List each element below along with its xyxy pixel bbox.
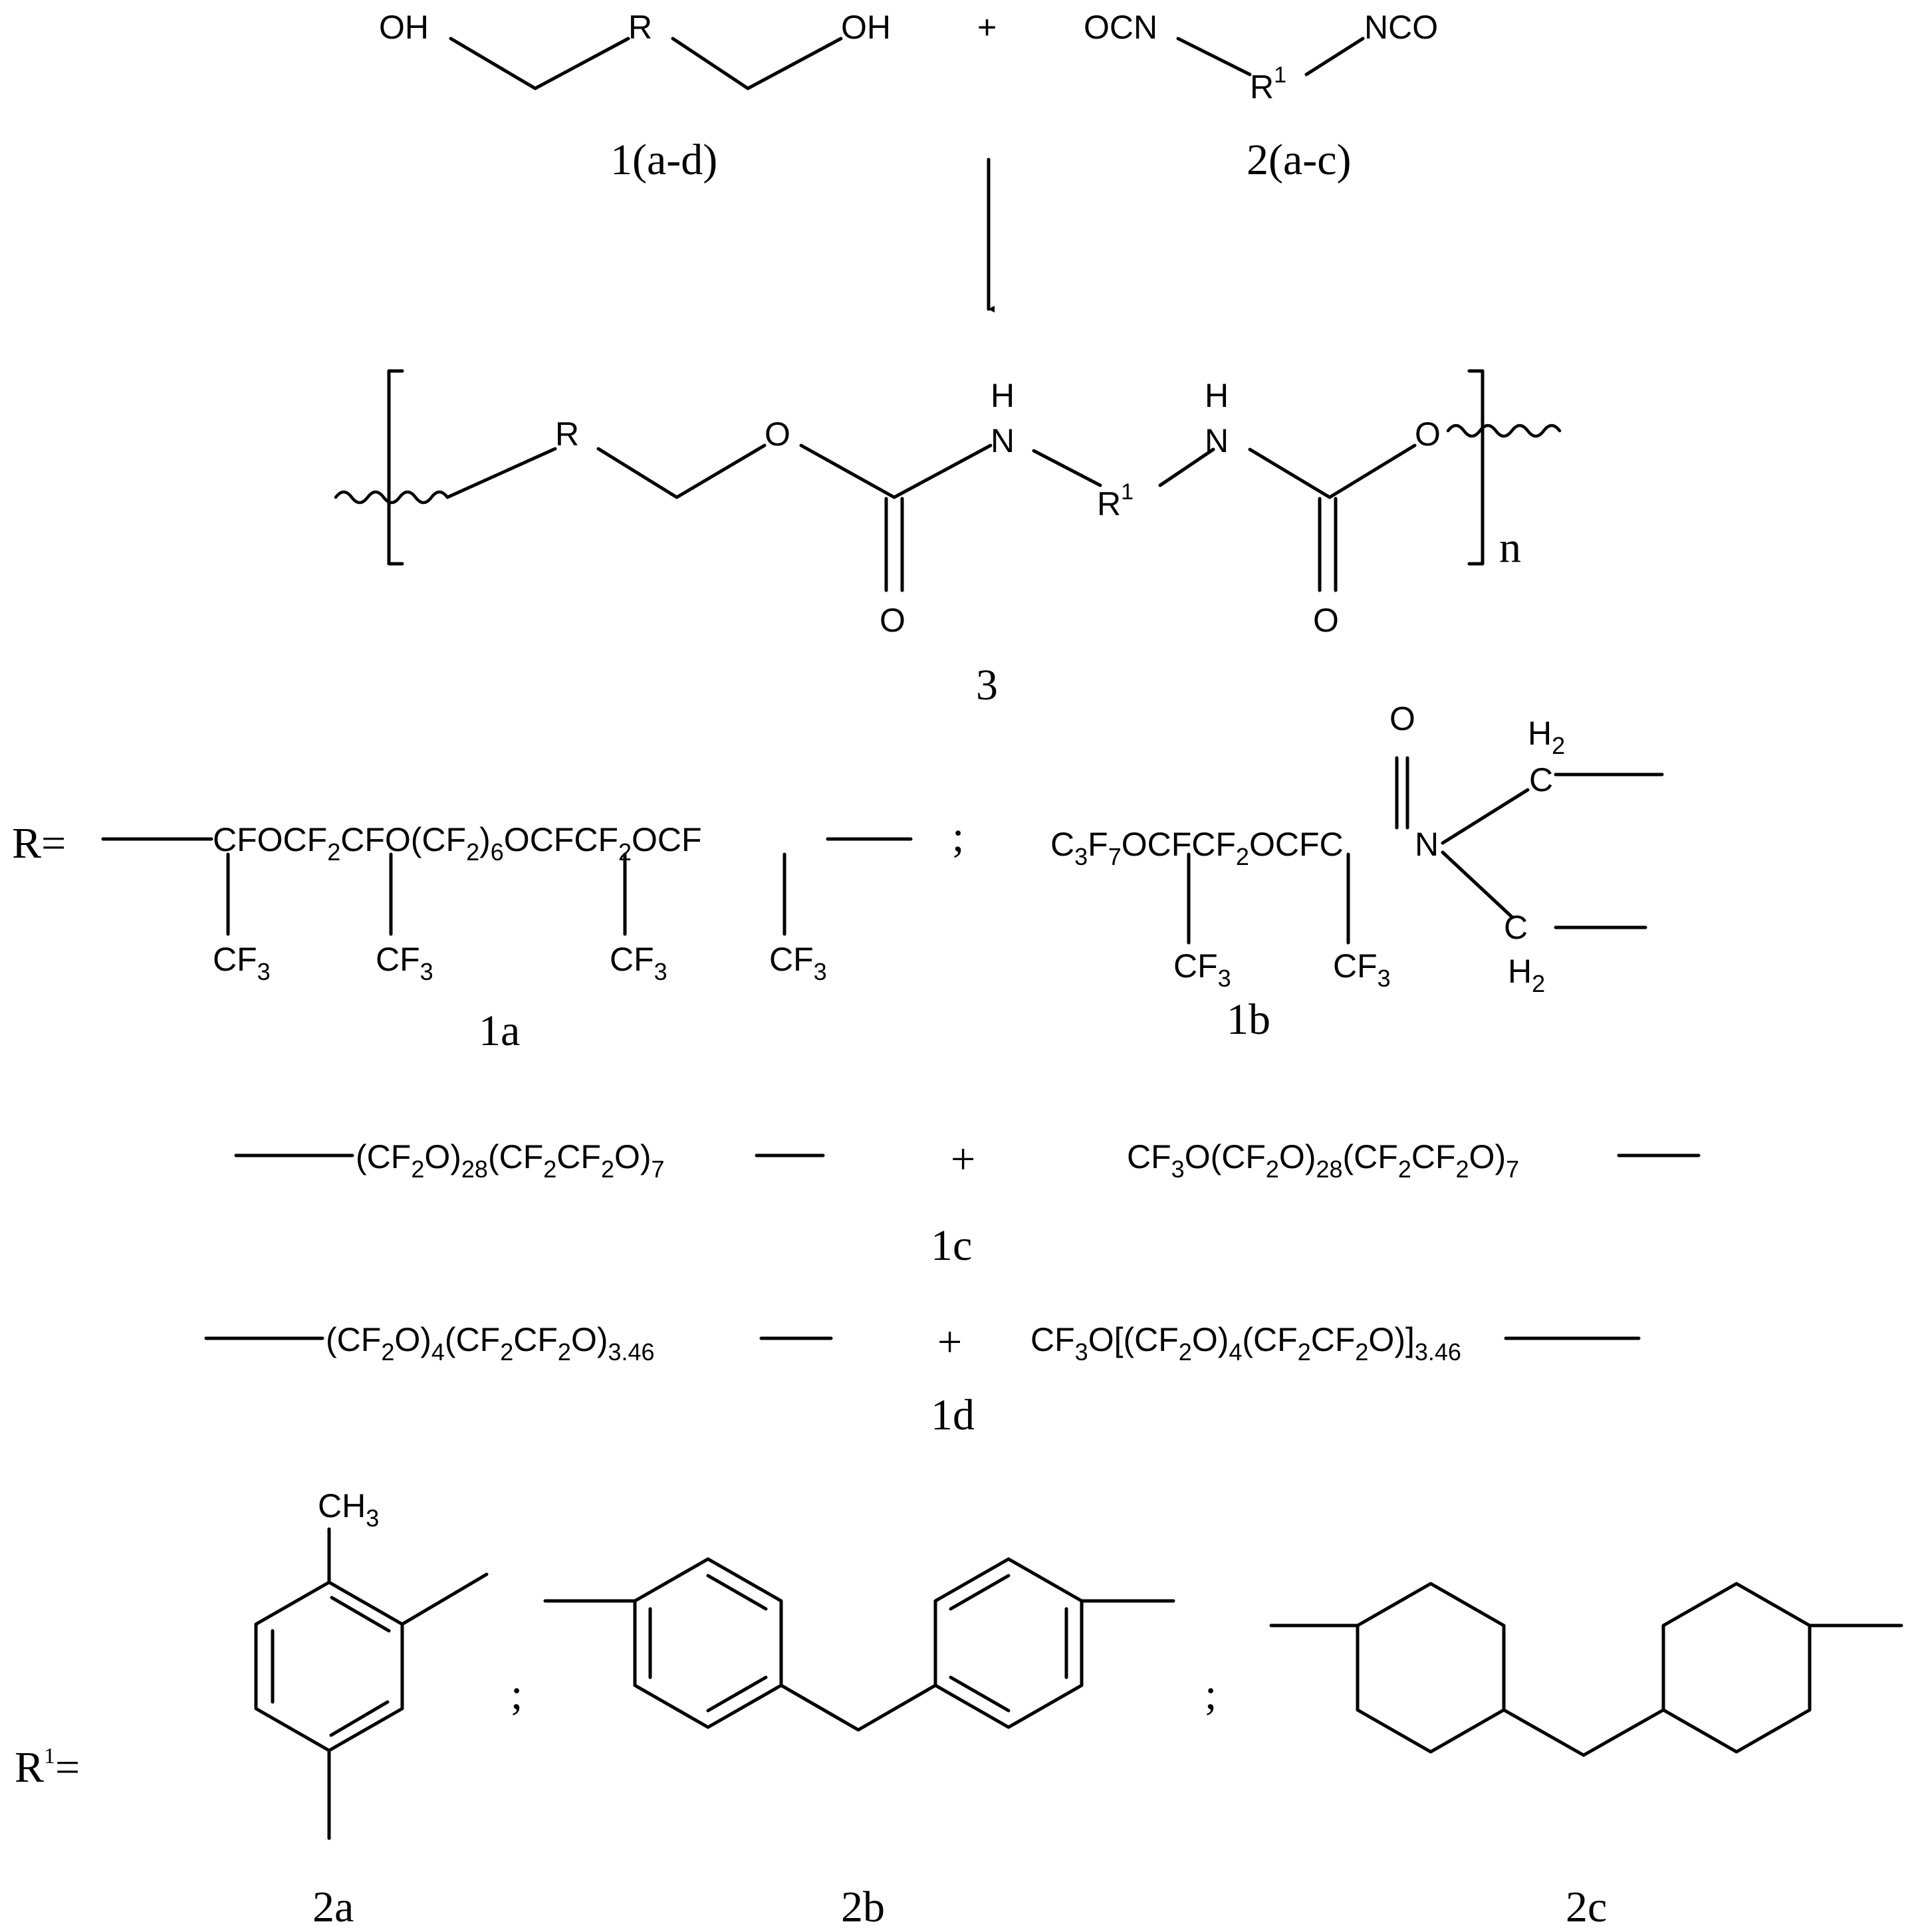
- compound-label-2: 2(a-c): [1247, 136, 1352, 184]
- benzene-double-bonds-2b-left: [648, 1574, 768, 1713]
- compound-1b-bonds: [1187, 756, 1664, 945]
- benzene-double-bonds-2b-right: [949, 1574, 1068, 1713]
- compound-label-1a: 1a: [479, 1007, 520, 1055]
- methylene-c-top: C: [1529, 761, 1553, 798]
- isocyanate-right: NCO: [1364, 9, 1438, 46]
- benzene-ring-2b-right: [933, 1557, 1084, 1729]
- right-bracket: [1467, 369, 1485, 566]
- plus-sign-1c: +: [951, 1135, 975, 1183]
- benzene-ring-2b-left: [633, 1557, 783, 1729]
- separator-semicolon: ;: [1205, 1670, 1217, 1719]
- compound-2a: CH3 2a: [254, 1487, 489, 1931]
- methylene-h-bottom: H2: [1508, 953, 1545, 997]
- compound-label-2b: 2b: [841, 1883, 885, 1931]
- compound-label-1: 1(a-d): [610, 136, 717, 184]
- separator-semicolon: ;: [952, 812, 964, 861]
- amine-nitrogen-1: N: [991, 422, 1015, 459]
- isocyanate-left: OCN: [1084, 9, 1157, 46]
- benzene-ring-2a: [254, 1580, 404, 1752]
- carbonyl-oxygen-1: O: [880, 602, 905, 639]
- ester-oxygen-2: O: [1415, 416, 1441, 453]
- trifluoromethyl-2: CF3: [376, 941, 433, 985]
- substituent-bonds-2a: [327, 1527, 489, 1840]
- methylene-c-bottom: C: [1504, 909, 1528, 946]
- trifluoromethyl-4: CF3: [769, 941, 827, 985]
- amine-hydrogen-2: H: [1205, 377, 1229, 414]
- methyl-group: CH3: [318, 1487, 379, 1532]
- cyclohexane-ring-2c-right: [1661, 1582, 1812, 1754]
- compound-1d-right-formula: CF3O[(CF2O)4(CF2CF2O)]3.46: [1030, 1321, 1461, 1366]
- amine-nitrogen-2: N: [1205, 422, 1229, 459]
- r1-definition-prefix: R1=: [15, 1743, 80, 1792]
- trifluoromethyl-3: CF3: [610, 941, 667, 985]
- compound-label-1b: 1b: [1227, 995, 1270, 1044]
- polymer-backbone: [445, 443, 1417, 499]
- repeat-subscript: n: [1499, 523, 1521, 572]
- diisocyanate-bonds: [1176, 37, 1365, 76]
- compound-1c-right-formula: CF3O(CF2O)28(CF2CF2O)7: [1127, 1138, 1519, 1183]
- right-wavy-end: [1446, 423, 1562, 438]
- trifluoromethyl-1: CF3: [213, 941, 271, 985]
- carbonyl-oxygen-2: O: [1313, 602, 1339, 639]
- compound-1b-formula: C3F7OCFCF2OCFC: [1050, 826, 1344, 870]
- compound-label-1d: 1d: [931, 1391, 975, 1439]
- benzene-double-bonds-2a: [271, 1596, 391, 1737]
- methylene-bridge-2b: [543, 1599, 1175, 1732]
- carbonyl-bonds: [884, 497, 1338, 592]
- hydroxyl-right: OH: [841, 9, 891, 46]
- polyurethane-product: R O H N R1 H N O O O n 3: [334, 369, 1562, 709]
- diol-bonds: [449, 37, 843, 90]
- compound-1d: (CF2O)4(CF2CF2O)3.46 + CF3O[(CF2O)4(CF2C…: [204, 1318, 1641, 1439]
- compound-1a-bonds: [101, 837, 913, 936]
- diisocyanate-reactant: OCN R1 NCO 2(a-c): [1084, 9, 1438, 184]
- r1-group-label: R1: [1097, 479, 1134, 523]
- r-group-label: R: [555, 416, 579, 453]
- methylene-h-top: H2: [1528, 715, 1565, 759]
- diol-reactant: OH R OH 1(a-d): [379, 9, 891, 184]
- methylene-bridge-2c: [1269, 1624, 1903, 1757]
- compound-1b: C3F7OCFCF2OCFC N O H2 C C H2 CF3 CF3 1b: [1050, 700, 1664, 1044]
- compound-1c: (CF2O)28(CF2CF2O)7 + CF3O(CF2O)28(CF2CF2…: [234, 1135, 1701, 1270]
- compound-label-2a: 2a: [312, 1883, 354, 1931]
- amide-oxygen: O: [1389, 700, 1415, 737]
- amine-hydrogen-1: H: [991, 377, 1015, 414]
- compound-2b: 2b: [543, 1557, 1175, 1931]
- ester-oxygen-1: O: [765, 416, 790, 453]
- compound-label-3: 3: [976, 661, 998, 709]
- trifluoromethyl-6: CF3: [1333, 947, 1391, 992]
- left-wavy-end: [334, 490, 449, 505]
- r1-group-label: R1: [1250, 62, 1286, 106]
- compound-label-2c: 2c: [1566, 1883, 1607, 1931]
- compound-label-1c: 1c: [931, 1221, 972, 1270]
- compound-2c: 2c: [1269, 1582, 1903, 1931]
- r-group-label: R: [628, 9, 652, 46]
- compound-1c-left-formula: (CF2O)28(CF2CF2O)7: [356, 1138, 665, 1183]
- r-definition-prefix: R=: [12, 819, 66, 868]
- hydroxyl-left: OH: [379, 9, 429, 46]
- compound-1a: CFOCF2CFO(CF2)6OCFCF2OCF CF3 CF3 CF3 CF3…: [101, 821, 913, 1055]
- amide-nitrogen: N: [1415, 826, 1439, 863]
- cyclohexane-ring-2c-left: [1356, 1582, 1506, 1754]
- plus-sign: +: [977, 9, 997, 46]
- left-bracket: [387, 369, 404, 566]
- compound-1d-left-formula: (CF2O)4(CF2CF2O)3.46: [326, 1321, 655, 1366]
- compound-1a-formula: CFOCF2CFO(CF2)6OCFCF2OCF: [213, 821, 702, 866]
- trifluoromethyl-5: CF3: [1173, 947, 1231, 992]
- plus-sign-1d: +: [937, 1318, 962, 1366]
- separator-semicolon: ;: [511, 1670, 523, 1719]
